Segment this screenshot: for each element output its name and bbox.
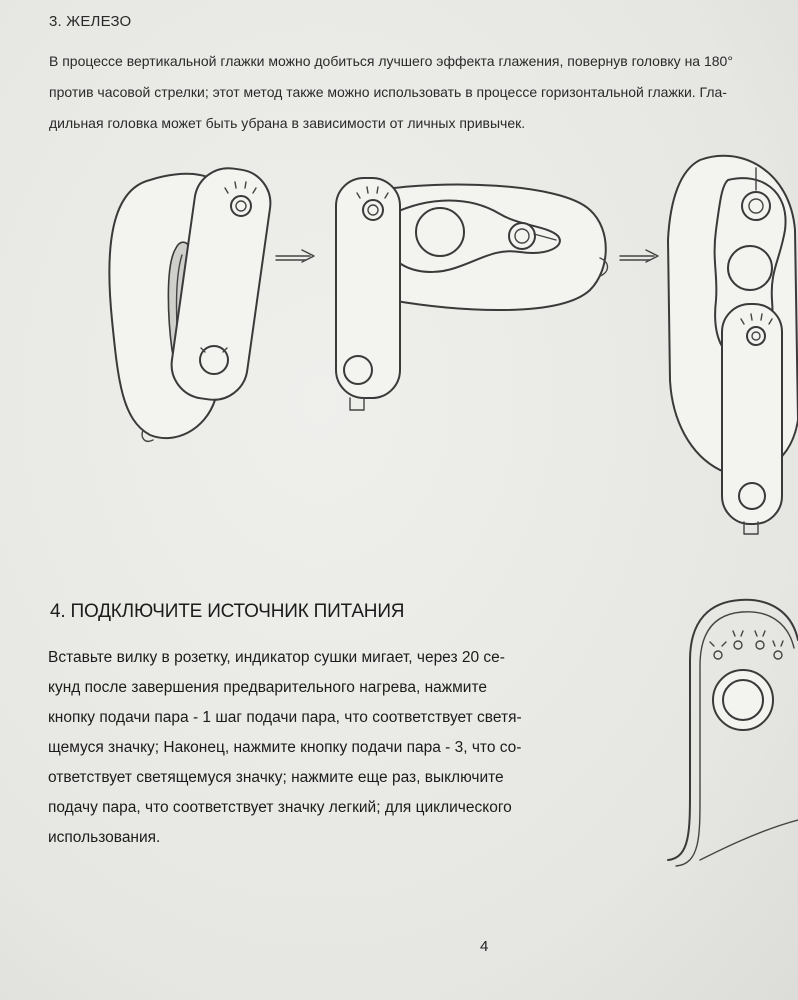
section-4-line: использования. <box>48 829 161 846</box>
page-number: 4 <box>480 938 489 955</box>
section-4-line: ответствует светящемуся значку; нажмите … <box>48 769 504 786</box>
section-4-line: кунд после завершения предварительного н… <box>48 679 487 696</box>
section-3-title: 3. ЖЕЛЕЗО <box>49 13 132 30</box>
section-4-line: щемуся значку; Наконец, нажмите кнопку п… <box>48 739 522 756</box>
section-4-line: кнопку подачи пара - 1 шаг подачи пара, … <box>48 709 522 726</box>
section-4-line: подачу пара, что соответствует значку ле… <box>48 799 512 816</box>
section-4-line: Вставьте вилку в розетку, индикатор сушк… <box>48 649 505 666</box>
section-3-line: против часовой стрелки; этот метод также… <box>49 84 727 100</box>
section-4-title: 4. ПОДКЛЮЧИТЕ ИСТОЧНИК ПИТАНИЯ <box>50 601 405 622</box>
section-4-text: Вставьте вилку в розетку, индикатор сушк… <box>48 643 568 853</box>
section-3-line: В процессе вертикальной глажки можно доб… <box>49 53 733 69</box>
section-3-line: дильная головка может быть убрана в зави… <box>49 115 526 131</box>
section-3-text: В процессе вертикальной глажки можно доб… <box>49 46 774 139</box>
